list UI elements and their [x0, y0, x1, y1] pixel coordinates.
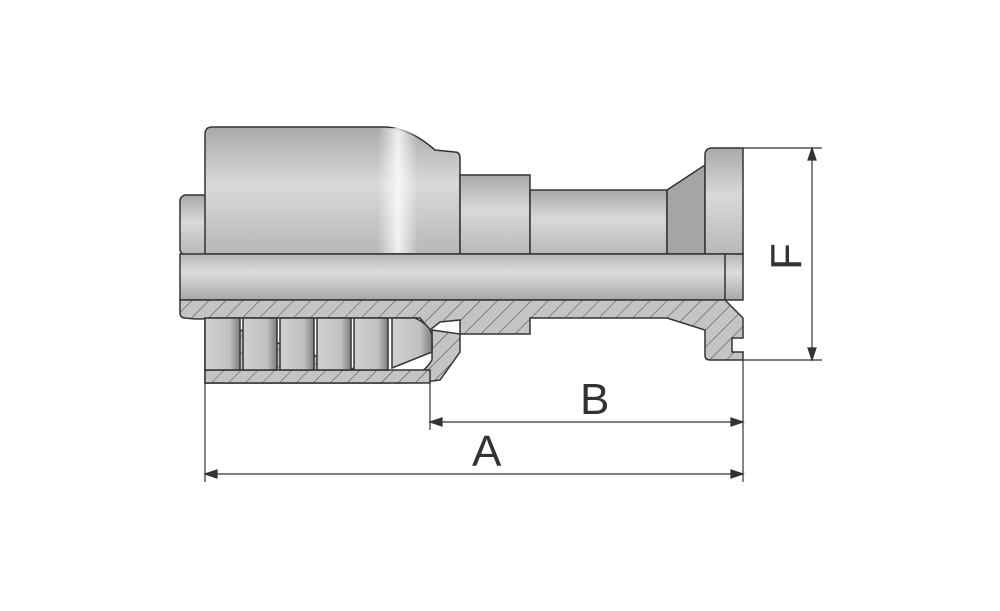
dimension-label-a: A: [472, 427, 502, 476]
flange: [704, 147, 744, 255]
flange-cone: [666, 163, 706, 255]
dimension-lines: [203, 146, 822, 482]
fitting-body: [179, 126, 744, 384]
dimension-label-f: F: [762, 243, 811, 270]
neck: [529, 189, 668, 255]
nut-stub: [179, 194, 209, 256]
dimension-label-b: B: [580, 375, 609, 424]
stem-section: [179, 299, 744, 361]
ferrule-teeth: [204, 317, 433, 371]
body-step: [459, 174, 531, 255]
ferrule: [204, 126, 461, 255]
bore: [179, 253, 744, 301]
